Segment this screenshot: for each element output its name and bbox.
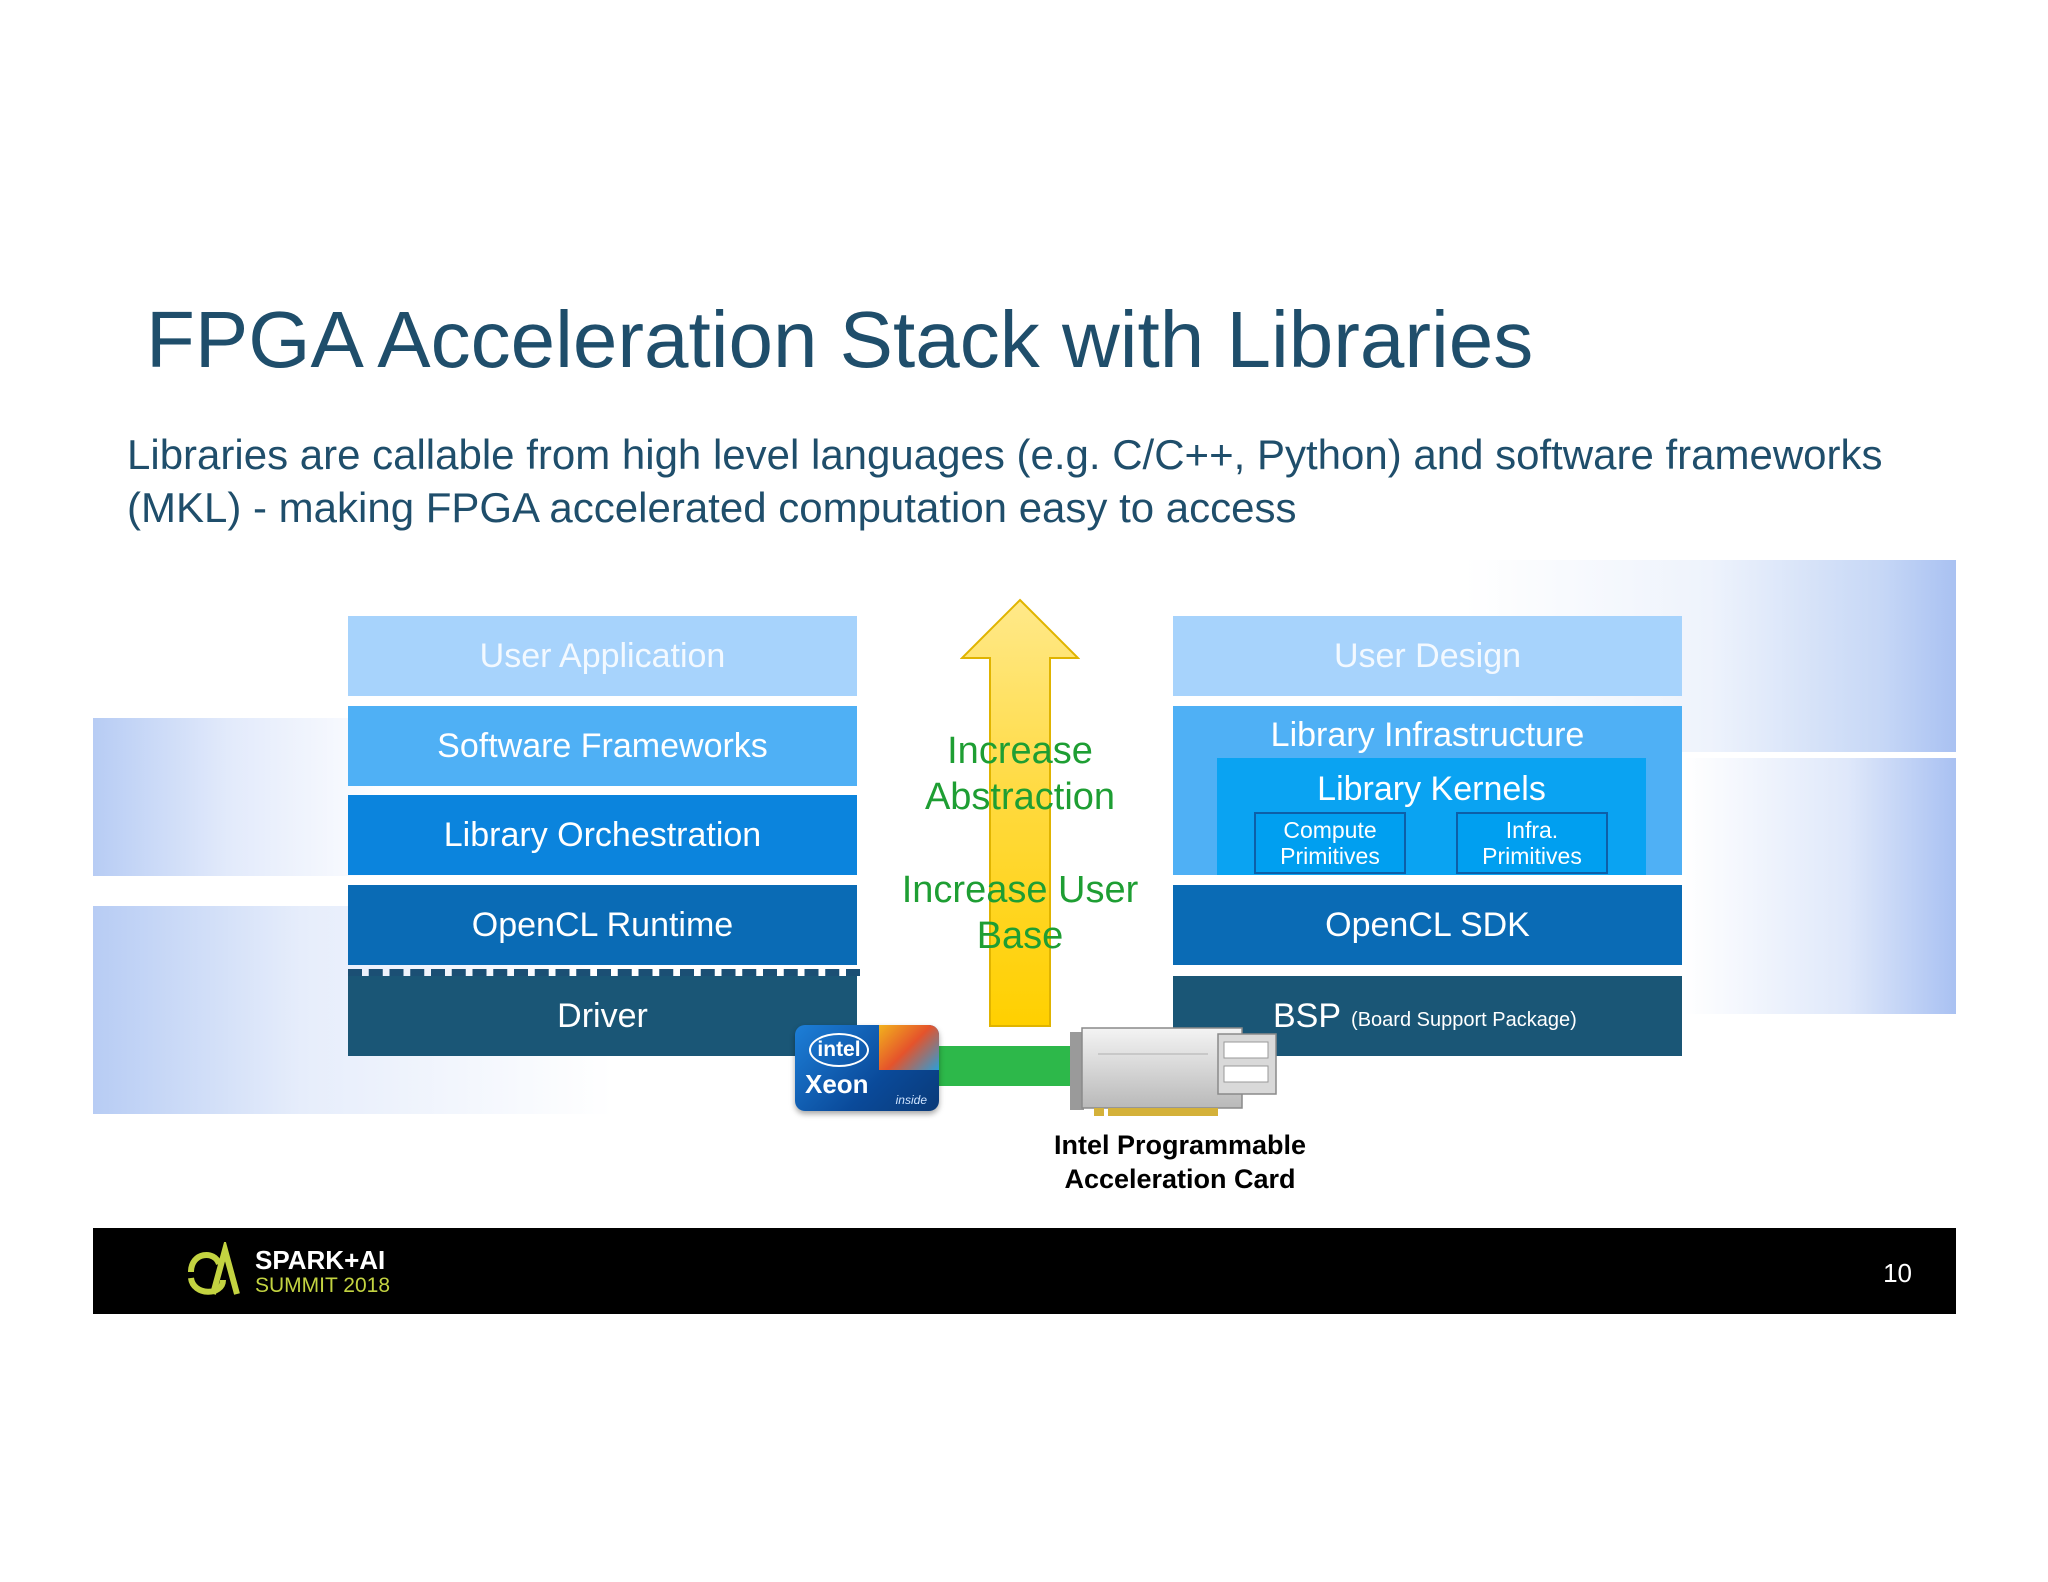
layer-label: Library Kernels [1317,770,1546,808]
slide-subtitle: Libraries are callable from high level l… [127,431,1883,531]
xeon-text: Xeon [805,1069,869,1099]
badge-chip-graphic [879,1025,939,1070]
summit-logo-text: SUMMIT 2018 [255,1274,390,1297]
slide-title: FPGA Acceleration Stack with Libraries [146,295,1534,384]
acceleration-card-label: Intel Programmable Acceleration Card [1053,1130,1307,1194]
layer-label: Driver [557,996,648,1035]
increase-arrow [960,598,1080,1027]
layer-label: OpenCL SDK [1325,905,1530,944]
layer-label: Software Frameworks [437,726,768,765]
stack-layer-opencl-runtime: OpenCL Runtime [348,885,857,965]
layer-label: User Design [1333,636,1522,675]
decorative-band [1684,758,1956,1014]
intel-logo: intel [809,1033,869,1067]
arrow-label-user-base: Increase User Base [901,869,1139,957]
stack-layer-user-application: User Application [348,616,857,696]
layer-label: User Application [479,636,726,675]
stack-layer-library-orchestration: Library Orchestration [348,795,857,875]
dashed-divider [348,969,860,976]
intel-xeon-badge: intel Xeon inside [795,1025,939,1111]
arrow-label-abstraction: Increase Abstraction [924,730,1116,818]
layer-sublabel: (Board Support Package) [1351,1008,1577,1031]
stack-layer-user-design: User Design [1173,616,1682,696]
footer-bar: SPARK+AI SUMMIT 2018 10 [93,1228,1956,1314]
acceleration-card-image [1070,1027,1277,1116]
layer-label: Library Infrastructure [1270,716,1585,754]
layer-label: OpenCL Runtime [471,905,734,944]
stack-layer-opencl-sdk: OpenCL SDK [1173,885,1682,965]
inside-text: inside [895,1093,927,1107]
layer-label: Library Orchestration [443,815,762,854]
infra-primitives-box: Infra. Primitives [1456,812,1608,874]
layer-label: BSP [1273,996,1342,1035]
compute-primitives-box: Compute Primitives [1254,812,1406,874]
spark-ai-logo-icon [188,1242,240,1295]
pcie-link [930,1046,1090,1086]
decorative-band [93,718,393,876]
page-number: 10 [1883,1258,1912,1288]
stack-layer-software-frameworks: Software Frameworks [348,706,857,786]
stack-layer-driver: Driver [348,976,857,1056]
spark-ai-logo-text: SPARK+AI [255,1245,386,1275]
